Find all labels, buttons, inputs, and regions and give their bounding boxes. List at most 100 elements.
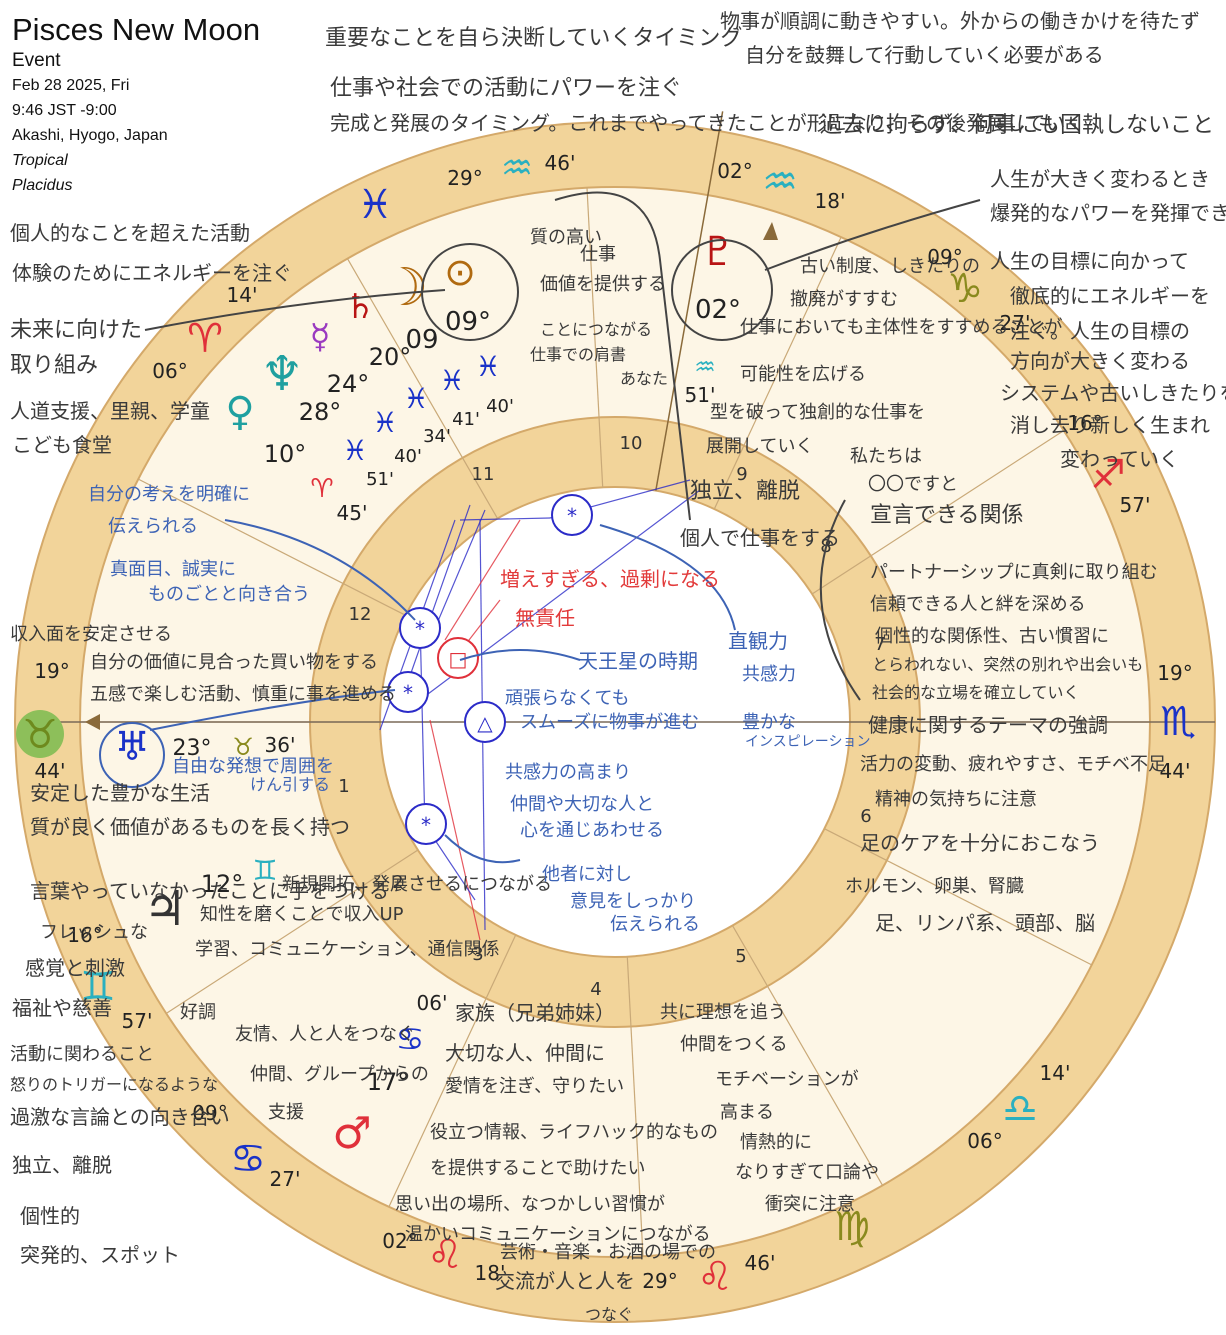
aspect-marker [399, 607, 441, 649]
page-title: Pisces New Moon [12, 12, 261, 47]
cusp-degree-label: 57' [122, 1009, 153, 1033]
handwritten-note: 取り組み [10, 353, 98, 378]
aries-icon: ♈ [187, 316, 223, 362]
degree-minute-label: 40' [486, 396, 514, 417]
planet-degree-jupiter: 12° [201, 870, 244, 898]
handwritten-note: 役立つ情報、ライフハック的なもの [430, 1122, 718, 1143]
handwritten-note: 物事が順調に動きやすい。外からの働きかけを待たず [720, 9, 1200, 33]
aspect-marker [464, 701, 506, 743]
handwritten-note: 体験のためにエネルギーを注ぐ [12, 261, 292, 285]
handwritten-note: あなた [620, 369, 668, 388]
house-number-9: 9 [736, 464, 747, 485]
handwritten-note: 仕事 [580, 244, 616, 265]
handwritten-note: 質が良く価値があるものを長く持つ [30, 815, 350, 839]
handwritten-note: 好調 [180, 1002, 216, 1023]
handwritten-note-blue: けん引する [250, 775, 330, 794]
handwritten-note: 収入面を安定させる [10, 624, 172, 645]
handwritten-note: 人生の目標に向かって [990, 249, 1189, 273]
pisces-icon: ♓ [357, 182, 393, 228]
house-cusp-line [346, 258, 464, 459]
handwritten-note: 変わっていく [1060, 447, 1179, 471]
handwritten-note: 宣言できる関係 [870, 503, 1024, 528]
handwritten-note-blue: 共感力の高まり [505, 762, 631, 783]
handwritten-note: 方向が大きく変わる [1010, 349, 1190, 373]
house-cusp-line [824, 828, 888, 862]
pisces-icon: ♓ [475, 350, 500, 383]
pisces-icon: ♓ [439, 364, 464, 397]
handwritten-note: 怒りのトリガーになるような [10, 1075, 218, 1094]
handwritten-note: フレッシュな [40, 922, 148, 943]
house-cusp-line [485, 934, 517, 999]
handwritten-note: 展開していく [706, 436, 813, 457]
uranus-icon: ♅ [114, 724, 150, 770]
aspect-glyph-icon: * [567, 504, 577, 528]
handwritten-note: なりすぎて口論や [735, 1162, 879, 1183]
handwritten-note: 福祉や慈善 [12, 996, 112, 1020]
handwritten-note: 〇〇ですと [868, 474, 958, 495]
handwritten-note: 社会的な立場を確立していく [872, 683, 1080, 702]
sun-icon: ⊙ [444, 250, 476, 294]
handwritten-note: 足、リンパ系、頭部、脳 [875, 911, 1095, 935]
planet-degree-moon: 09 [405, 325, 438, 355]
handwritten-note: 知性を磨くことで収入UP [200, 904, 404, 925]
cusp-degree-label: 57' [1120, 493, 1151, 517]
handwritten-note: 重要なことを自ら決断していくタイミング [325, 26, 742, 51]
cancer-icon: ♋ [230, 1136, 266, 1182]
jupiter-icon: ♃ [143, 881, 186, 937]
house-cusp-line [586, 187, 600, 418]
virgo-icon: ♍ [834, 1204, 870, 1250]
house-cusp-line [630, 1026, 644, 1257]
handwritten-note: 安定した豊かな生活 [30, 781, 210, 805]
handwritten-note: 完成と発展のタイミング。これまでやってきたことが形になり、その後発展していく [330, 111, 1085, 135]
handwritten-note: 情熱的に [740, 1132, 812, 1153]
sagittarius-icon: ♐ [1090, 452, 1126, 498]
mc-arrow-icon [763, 222, 778, 240]
handwritten-note: こども食堂 [12, 433, 112, 457]
house-number-5: 5 [735, 946, 746, 967]
handwritten-note-blue: 他者に対し [542, 864, 632, 885]
cusp-degree-label: 18' [815, 189, 846, 213]
handwritten-note: 新規開拓、発展させるにつながる [282, 874, 552, 895]
degree-minute-label: 40' [394, 446, 422, 467]
house-number-2: 2 [392, 872, 403, 893]
annotation-connector [444, 834, 521, 864]
cusp-degree-label: 06° [152, 359, 187, 383]
cusp-degree-label: 18' [475, 1261, 506, 1285]
handwritten-note: 活動に関わること [10, 1044, 154, 1065]
cusp-degree-label: 09° [927, 245, 962, 269]
house-system: Placidus [12, 177, 73, 194]
event-place: Akashi, Hyogo, Japan [12, 127, 168, 144]
handwritten-note-blue: 伝えられる [610, 914, 700, 935]
degree-minute-label: 51' [366, 469, 394, 490]
handwritten-note-blue: 自由な発想で周囲を [172, 756, 334, 777]
handwritten-note: 支援 [268, 1102, 304, 1123]
cusp-degree-label: 14' [1040, 1061, 1071, 1085]
handwritten-note: 仲間をつくる [680, 1034, 788, 1055]
handwritten-note-blue: 意見をしっかり [570, 891, 696, 912]
event-date: Feb 28 2025, Fri [12, 77, 130, 94]
handwritten-note: とらわれない、突然の別れや出会いも [872, 655, 1143, 674]
planet-degree-neptune: 28° [299, 398, 342, 426]
handwritten-note: 価値を提供する [540, 274, 666, 295]
handwritten-note: 個人的なことを超えた活動 [10, 221, 250, 245]
planet-degree-sun: 09° [445, 307, 491, 337]
handwritten-note-blue: 直観力 [728, 629, 788, 653]
planet-minute-label: 51' [685, 383, 716, 407]
leo-icon: ♌ [697, 1254, 733, 1300]
cusp-degree-label: 27' [1000, 311, 1031, 335]
handwritten-note: 独立、離脱 [690, 479, 800, 504]
annotation-connector [764, 199, 981, 271]
handwritten-note: 徹底的にエネルギーを [1010, 284, 1210, 308]
handwritten-note-blue: インスピレーション [745, 734, 870, 750]
house-cusp-line [138, 478, 344, 585]
house-cusp-line [713, 445, 745, 510]
handwritten-note: 仲間、グループからの [250, 1064, 429, 1085]
house-cusp-line [731, 925, 769, 987]
handwritten-note: 個性的 [20, 1204, 80, 1228]
house-cusp-line [766, 985, 884, 1186]
handwritten-note: 活力の変動、疲れやすさ、モチベ不足 [860, 754, 1166, 775]
handwritten-note-blue: スムーズに物事が進む [520, 712, 699, 733]
aspect-marker [387, 671, 429, 713]
cusp-degree-label: 46' [745, 1251, 776, 1275]
aspect-line [459, 517, 551, 521]
